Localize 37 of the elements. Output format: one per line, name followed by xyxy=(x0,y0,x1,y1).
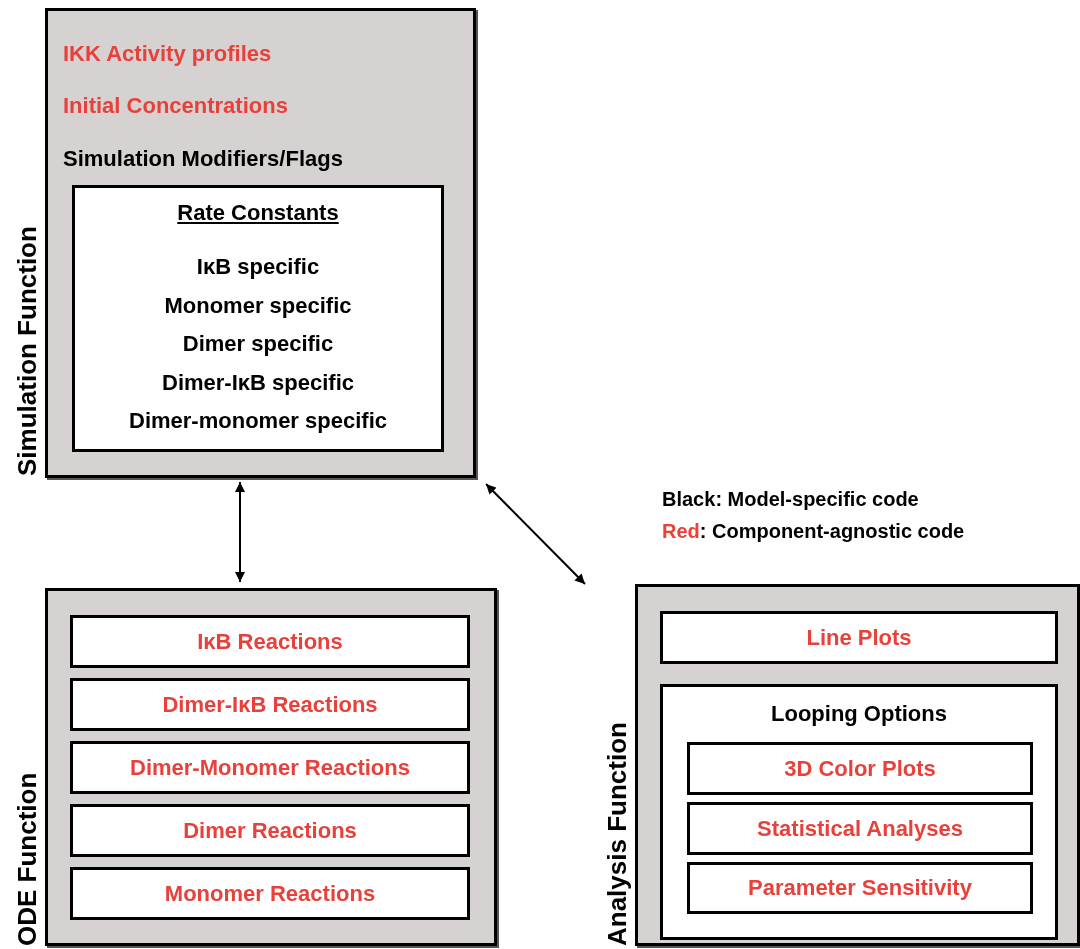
reaction-box xyxy=(70,804,470,857)
panel-title: Simulation Function xyxy=(12,226,43,476)
component-label: IKK Activity profiles xyxy=(63,41,272,67)
plot-option-box xyxy=(687,802,1033,855)
reaction-box xyxy=(70,741,470,794)
component-label: Dimer-IκB Reactions xyxy=(161,691,379,718)
box-heading: Rate Constants xyxy=(176,200,340,226)
component-label: Statistical Analyses xyxy=(756,815,964,842)
box-heading: Looping Options xyxy=(770,701,948,727)
reaction-box xyxy=(70,867,470,920)
component-label: Monomer Reactions xyxy=(163,880,377,907)
plot-option-box xyxy=(687,742,1033,795)
panel-title: ODE Function xyxy=(12,772,43,946)
component-label: Dimer Reactions xyxy=(182,817,358,844)
panel-title: Analysis Function xyxy=(602,722,633,946)
component-label: Line Plots xyxy=(805,624,913,651)
component-label: Dimer-Monomer Reactions xyxy=(129,754,411,781)
rate-constant-label: Dimer specific xyxy=(181,331,335,357)
plot-option-box xyxy=(660,611,1058,664)
component-label: Parameter Sensitivity xyxy=(747,875,973,901)
reaction-box xyxy=(70,678,470,731)
rate-constant-label: Dimer-IκB specific xyxy=(161,369,355,396)
rate-constants-box xyxy=(72,185,444,452)
rate-constant-label: Dimer-monomer specific xyxy=(128,408,388,434)
rate-constant-label: IκB specific xyxy=(195,254,321,280)
looping-options-box xyxy=(660,684,1058,940)
component-label: Initial Concentrations xyxy=(63,93,288,119)
rate-constant-label: Monomer specific xyxy=(163,292,353,319)
double-arrow xyxy=(235,481,245,583)
reaction-box xyxy=(70,615,470,668)
component-label: IκB Reactions xyxy=(196,628,344,655)
legend-entry: Black: Model-specific code xyxy=(662,488,919,511)
component-label: Simulation Modifiers/Flags xyxy=(63,146,343,172)
double-arrow xyxy=(485,483,586,585)
component-label: 3D Color Plots xyxy=(783,755,937,782)
plot-option-box xyxy=(687,862,1033,914)
legend-entry: Red: Component-agnostic code xyxy=(662,520,965,543)
